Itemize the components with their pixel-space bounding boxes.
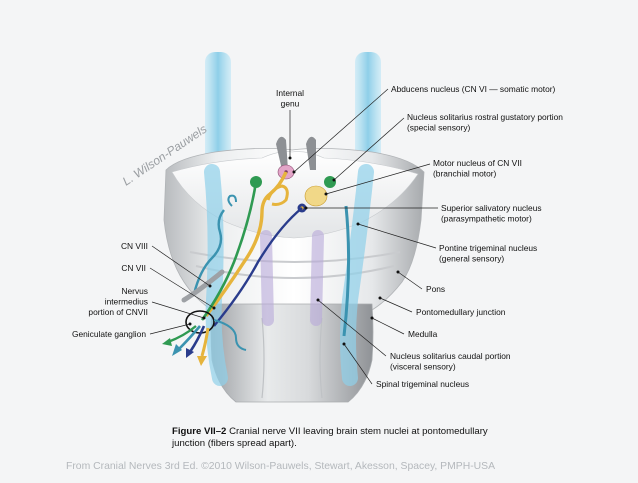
figure-number: Figure VII–2 (172, 426, 227, 437)
leader-spinal-trigeminal (343, 343, 373, 385)
leader-pontomedullary (379, 297, 413, 313)
leader-cn7 (149, 267, 215, 309)
exit-loop (213, 319, 247, 351)
label-cn8: CN VIII (121, 241, 148, 251)
leader-nervus-intermedius (151, 301, 205, 319)
exit-yellow (200, 327, 210, 357)
gustatory-fiber (200, 181, 258, 321)
spinal-trigeminal-nucleus (342, 205, 351, 337)
cn8-stump (181, 269, 225, 303)
left-descending-tract (204, 164, 228, 386)
leader-pontine-trigeminal (357, 223, 437, 249)
right-descending-tract (340, 164, 374, 386)
groove-right (306, 136, 316, 170)
medulla-groove-right (319, 317, 323, 399)
medulla-groove-left (261, 317, 265, 399)
internal-genu-loop (266, 184, 289, 206)
right-ascending-tract (355, 52, 381, 172)
caption-text: Cranial nerve VII leaving brain stem nuc… (172, 426, 488, 449)
arrow-green (162, 338, 172, 346)
leader-motor-cn7 (325, 163, 431, 195)
arrow-teal (172, 344, 182, 356)
source-credit: From Cranial Nerves 3rd Ed. ©2010 Wilson… (66, 461, 496, 472)
label-geniculate-ganglion: Geniculate ganglion (72, 329, 146, 339)
label-cn7: CN VII (121, 263, 146, 273)
label-medulla: Medulla (408, 329, 438, 339)
label-spinal-trigeminal: Spinal trigeminal nucleus (376, 379, 469, 389)
label-pons: Pons (426, 284, 445, 294)
figure-caption: Figure VII–2 Cranial nerve VII leaving b… (172, 426, 502, 450)
left-ascending-tract (205, 52, 231, 172)
solitarius-caudal-right (310, 230, 324, 326)
label-abducens: Abducens nucleus (CN VI — somatic motor) (391, 84, 556, 94)
leader-lines (149, 88, 438, 385)
leader-pons (397, 271, 423, 290)
label-pontine-trigeminal: Pontine trigeminal nucleus(general senso… (439, 243, 537, 264)
leader-medulla (371, 317, 405, 335)
motor-nucleus-cn7 (304, 185, 328, 207)
label-solitarius-caudal: Nucleus solitarius caudal portion(viscer… (390, 351, 511, 372)
label-motor-cn7: Motor nucleus of CN VII(branchial motor) (433, 158, 522, 179)
sensory-fiber-hook (227, 194, 237, 207)
leader-abducens (293, 88, 389, 173)
general-sensory-fiber (192, 209, 225, 295)
leader-solitarius-caudal (317, 299, 387, 357)
label-solitarius-rostral: Nucleus solitarius rostral gustatory por… (407, 112, 563, 133)
label-pontomedullary: Pontomedullary junction (416, 307, 506, 317)
groove-left (276, 136, 288, 170)
leader-solitarius-rostral (333, 117, 405, 181)
leader-geniculate (149, 323, 191, 335)
solitarius-rostral-right (324, 176, 336, 188)
leader-dots (188, 156, 400, 346)
exit-navy (188, 325, 206, 353)
arrow-yellow (197, 356, 207, 366)
label-superior-salivatory: Superior salivatory nucleus(parasympathe… (441, 203, 542, 224)
parasympathetic-fiber (213, 207, 303, 327)
arrow-navy (186, 348, 194, 358)
leader-cn8 (151, 245, 211, 287)
